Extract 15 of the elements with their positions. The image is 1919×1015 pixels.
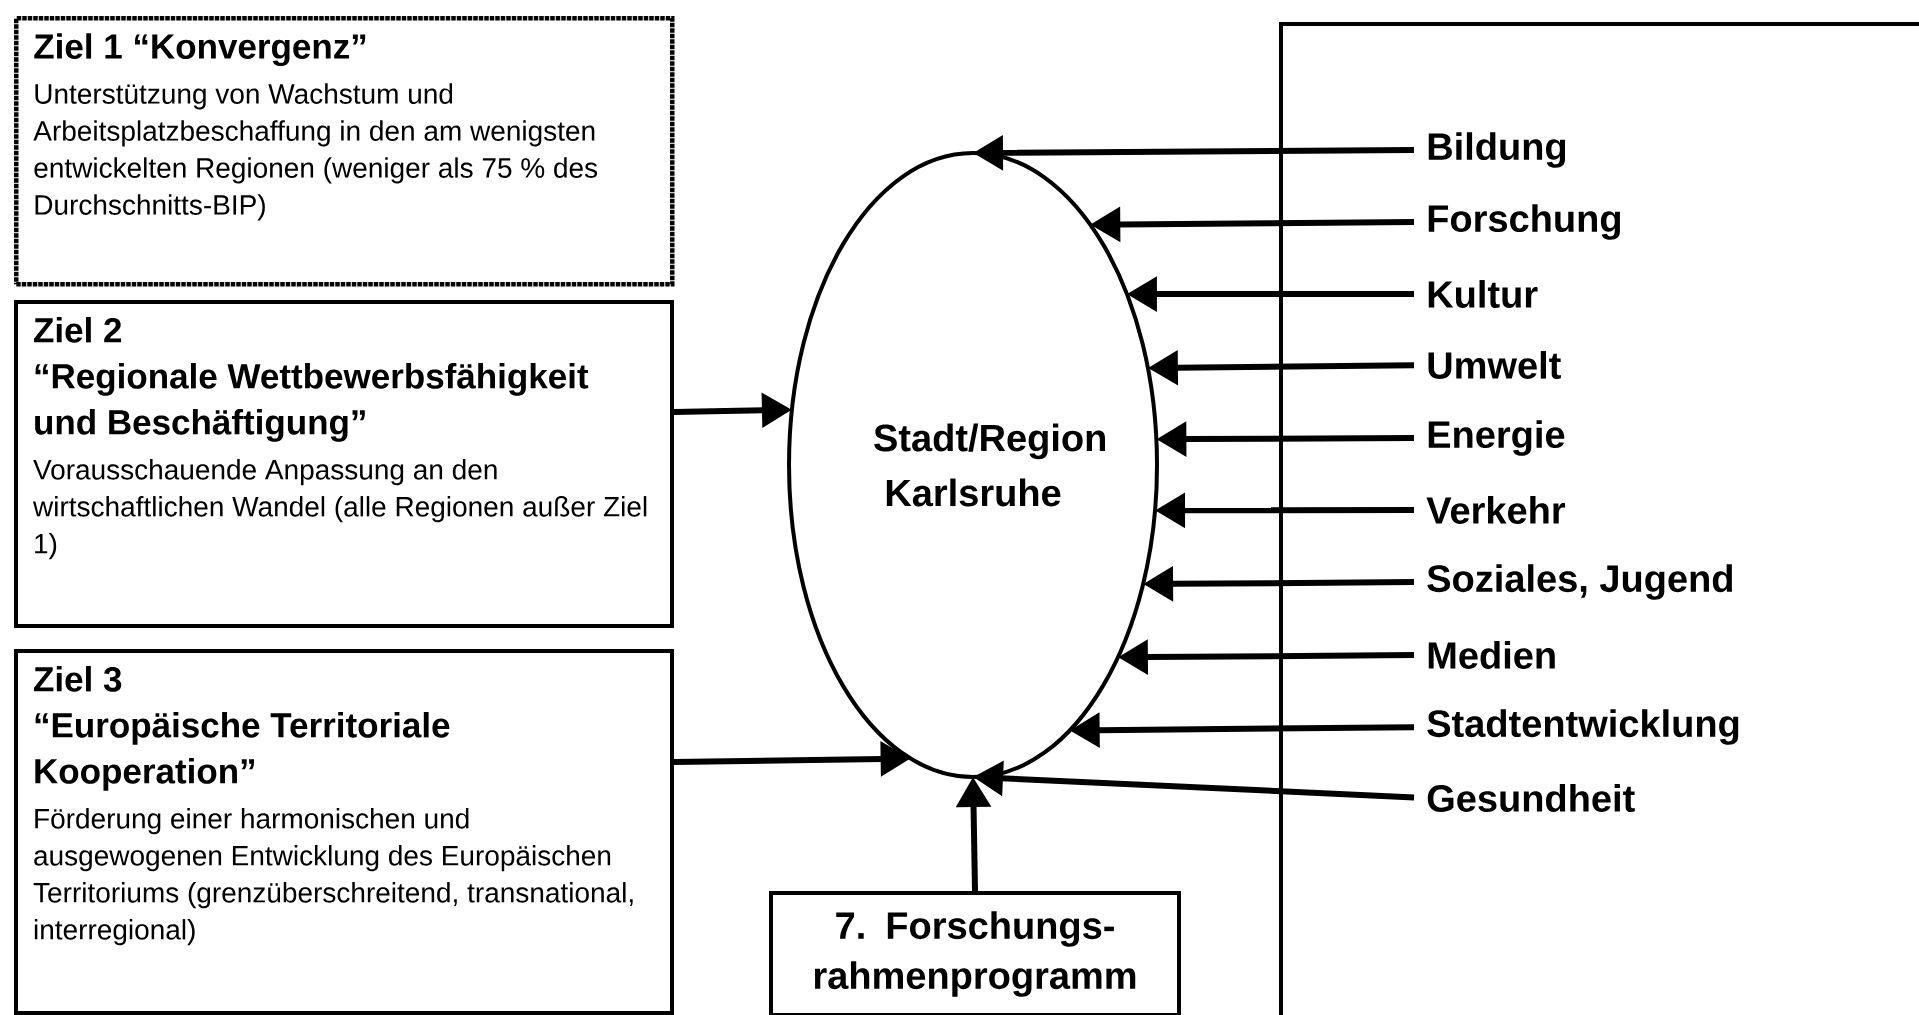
topic-label: Stadtentwicklung: [1427, 709, 1739, 745]
topic-label: Kultur: [1428, 280, 1538, 308]
text-box: Ziel 3 “Europäische Territoriale Kooperation” Förderung einer harmonischen und ausgewogenen Entwicklung des Europäischen Territoriums (grenzüberschreitend, transnational, interregional): [14, 649, 674, 1015]
text-box: Ziel 2 “Regionale Wettbewerbsfähigkeit und Beschäftigung” Vorausschauende Anpassung an den wirtschaftlichen Wandel (alle Regionen außer Ziel 1): [14, 300, 674, 628]
topic-label: Energie: [1428, 420, 1565, 456]
frame-box: [1279, 22, 1919, 1015]
topic-label: Gesundheit: [1427, 784, 1635, 812]
topic-label: Forschung: [1428, 204, 1620, 240]
text-box: 7. Forschungs-rahmenprogramm: [769, 891, 1181, 1015]
topic-label: Bildung: [1428, 132, 1566, 168]
text-box: Ziel 1 “Konvergenz” Unterstützung von Wachstum und Arbeitsplatzbeschaffung in den am wenigsten entwickelten Regionen (weniger als 75 % des Durchschnitts-BIP): [14, 16, 675, 287]
topic-label: Umwelt: [1428, 351, 1561, 379]
topic-label: Soziales, Jugend: [1427, 564, 1732, 600]
topic-label: Medien: [1428, 641, 1555, 669]
topic-label: Verkehr: [1426, 496, 1566, 524]
